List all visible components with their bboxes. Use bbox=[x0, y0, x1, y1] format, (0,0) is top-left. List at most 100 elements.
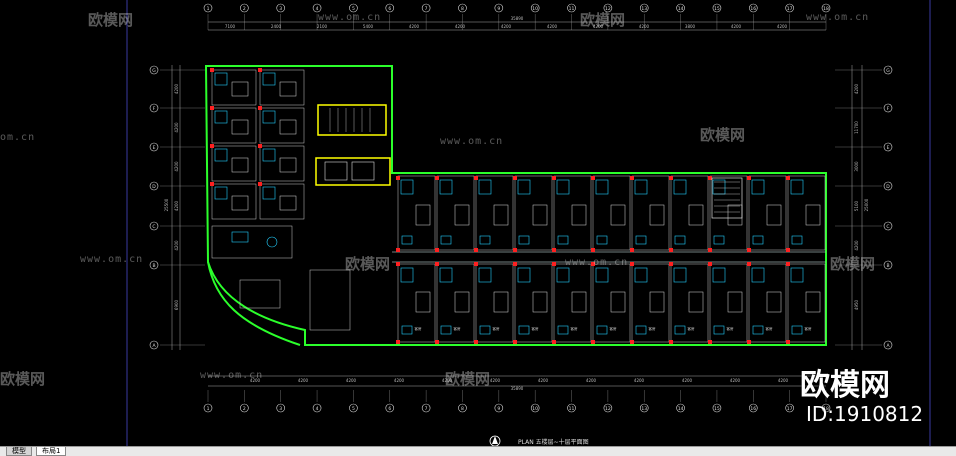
axis-bubble-bottom bbox=[639, 403, 649, 413]
structural-column bbox=[396, 248, 400, 252]
axis-bubble-top bbox=[421, 3, 431, 13]
bathroom bbox=[673, 267, 687, 283]
furniture bbox=[596, 235, 608, 245]
structural-column bbox=[630, 176, 634, 180]
structural-column bbox=[591, 340, 595, 344]
bed bbox=[279, 81, 297, 97]
bed bbox=[279, 157, 297, 173]
guest-room-lower bbox=[670, 263, 709, 343]
axis-label-right: D bbox=[886, 184, 890, 190]
bed bbox=[688, 291, 704, 313]
axis-bubble-top bbox=[785, 3, 794, 13]
bed bbox=[610, 291, 626, 313]
guest-room-lower bbox=[748, 263, 787, 343]
bathroom bbox=[400, 267, 414, 283]
watermark-site-7: www.om.cn bbox=[200, 370, 264, 381]
guest-room-upper bbox=[592, 175, 631, 251]
axis-bubble-left bbox=[149, 340, 159, 350]
structural-column bbox=[786, 262, 790, 266]
structural-column bbox=[591, 176, 595, 180]
bathroom bbox=[262, 186, 276, 200]
structural-column bbox=[513, 176, 517, 180]
axis-label-top: 9 bbox=[497, 6, 500, 12]
axis-label-bottom: 1 bbox=[207, 406, 210, 412]
axis-label-top: 12 bbox=[605, 6, 611, 12]
watermark-site-1: www.om.cn bbox=[318, 12, 382, 23]
structural-column bbox=[258, 182, 262, 186]
bathroom bbox=[556, 179, 570, 195]
axis-bubble-bottom bbox=[676, 403, 685, 413]
axis-label-left: G bbox=[152, 68, 156, 74]
east-stair bbox=[711, 177, 743, 219]
axis-label-bottom: 16 bbox=[750, 406, 756, 412]
bed bbox=[415, 204, 431, 226]
axis-bubble-top bbox=[821, 3, 831, 13]
guest-room-west bbox=[259, 107, 305, 144]
axis-bubble-top bbox=[458, 3, 467, 13]
furniture bbox=[713, 325, 725, 335]
axis-label-bottom: 5 bbox=[352, 406, 355, 412]
bed bbox=[532, 204, 548, 226]
dimension-text-top: 2400 bbox=[271, 24, 282, 29]
axis-bubble-bottom bbox=[349, 403, 358, 413]
bathroom bbox=[262, 72, 276, 86]
axis-label-bottom: 10 bbox=[532, 406, 538, 412]
axis-label-bottom: 14 bbox=[678, 406, 684, 412]
bathroom bbox=[517, 179, 531, 195]
structural-column bbox=[747, 340, 751, 344]
axis-bubble-left bbox=[149, 65, 159, 75]
furniture bbox=[752, 325, 764, 335]
axis-label-top: 17 bbox=[787, 6, 793, 12]
axis-label-top: 13 bbox=[641, 6, 647, 12]
bathroom bbox=[751, 179, 765, 195]
bathroom bbox=[262, 110, 276, 124]
axis-label-left: C bbox=[152, 224, 155, 230]
axis-label-bottom: 9 bbox=[497, 406, 500, 412]
axis-label-top: 4 bbox=[316, 6, 319, 12]
floor-plan-drawing: 1122334455667788991010111112121313141415… bbox=[126, 0, 931, 447]
dimension-text-top: 4200 bbox=[593, 24, 604, 29]
dimension-text-bottom: 4200 bbox=[298, 378, 309, 383]
axis-bubble-left bbox=[149, 142, 159, 152]
axis-label-bottom: 4 bbox=[316, 406, 319, 412]
bathroom bbox=[556, 267, 570, 283]
structural-column bbox=[210, 144, 214, 148]
axis-label-left: A bbox=[152, 343, 156, 349]
axis-bubble-top bbox=[349, 3, 358, 13]
tab-model[interactable]: 模型 bbox=[6, 447, 32, 456]
dimension-text-bottom: 4200 bbox=[634, 378, 645, 383]
guest-room-upper bbox=[748, 175, 787, 251]
axis-label-left: D bbox=[152, 184, 156, 190]
structural-column bbox=[786, 248, 790, 252]
guest-room-west bbox=[259, 145, 305, 182]
furniture bbox=[440, 325, 452, 335]
furniture bbox=[713, 235, 725, 245]
dimension-text-top: 5400 bbox=[363, 24, 374, 29]
guest-room-lower bbox=[553, 263, 592, 343]
bathroom bbox=[751, 267, 765, 283]
structural-column bbox=[474, 248, 478, 252]
axis-label-top: 16 bbox=[750, 6, 756, 12]
room-label: 客房 bbox=[415, 326, 423, 331]
axis-label-right: E bbox=[887, 145, 890, 151]
axis-bubble-top bbox=[603, 3, 613, 13]
axis-bubble-bottom bbox=[458, 403, 467, 413]
bathroom bbox=[214, 110, 228, 124]
dimension-text-right: 5100 bbox=[854, 200, 859, 211]
axis-bubble-top bbox=[312, 3, 322, 13]
watermark-brand-4: 欧模网 bbox=[345, 255, 391, 273]
structural-column bbox=[513, 248, 517, 252]
tab-layout1[interactable]: 布局1 bbox=[36, 447, 67, 456]
dimension-text-bottom: 4200 bbox=[538, 378, 549, 383]
dimension-text-bottom: 4200 bbox=[586, 378, 597, 383]
room-label: 客房 bbox=[727, 326, 735, 331]
structural-column bbox=[708, 176, 712, 180]
dimension-text-top: 4200 bbox=[501, 24, 512, 29]
bathroom bbox=[790, 179, 804, 195]
structural-column bbox=[435, 262, 439, 266]
bed bbox=[571, 291, 587, 313]
bed bbox=[279, 195, 297, 211]
sofa bbox=[231, 231, 249, 243]
watermark-brand-6: 欧模网 bbox=[0, 370, 46, 388]
